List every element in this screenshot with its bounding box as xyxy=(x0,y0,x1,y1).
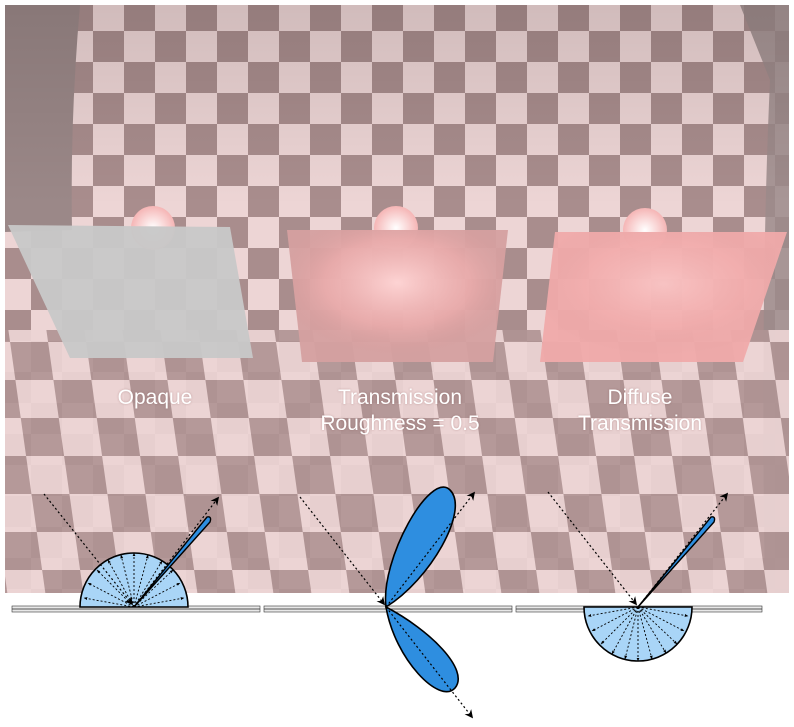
label-diffuse: Diffuse Transmission xyxy=(565,385,715,437)
incident-ray xyxy=(299,496,386,606)
transmission-lobe xyxy=(384,605,459,693)
reflection-lobe xyxy=(384,486,456,609)
specular-lobe xyxy=(637,516,716,608)
opaque-panel xyxy=(8,225,253,358)
opaque-diagram xyxy=(43,493,220,608)
reflected-ray xyxy=(385,491,476,608)
label-opaque: Opaque xyxy=(95,385,215,411)
transmitted-ray xyxy=(385,606,474,719)
label-transmission: Transmission Roughness = 0.5 xyxy=(310,385,490,437)
label-diffuse-line1: Diffuse xyxy=(607,386,673,409)
reflected-ray xyxy=(637,492,729,608)
label-transmission-line2: Roughness = 0.5 xyxy=(320,412,480,435)
diffuse-panel xyxy=(540,232,787,362)
specular-lobe xyxy=(133,516,212,608)
incident-ray xyxy=(43,493,134,606)
diffuse-hemisphere-lower xyxy=(583,606,693,662)
diffuse-transmission-diagram xyxy=(547,491,729,662)
reflected-ray xyxy=(133,496,220,608)
label-diffuse-line2: Transmission xyxy=(577,412,703,435)
incident-ray xyxy=(547,491,638,606)
transmission-panel xyxy=(287,230,508,362)
label-transmission-line1: Transmission xyxy=(337,386,463,409)
label-opaque-text: Opaque xyxy=(117,386,193,409)
diffuse-hemisphere-upper xyxy=(79,552,189,608)
transmission-diagram xyxy=(299,486,476,719)
render-scene xyxy=(5,5,789,593)
